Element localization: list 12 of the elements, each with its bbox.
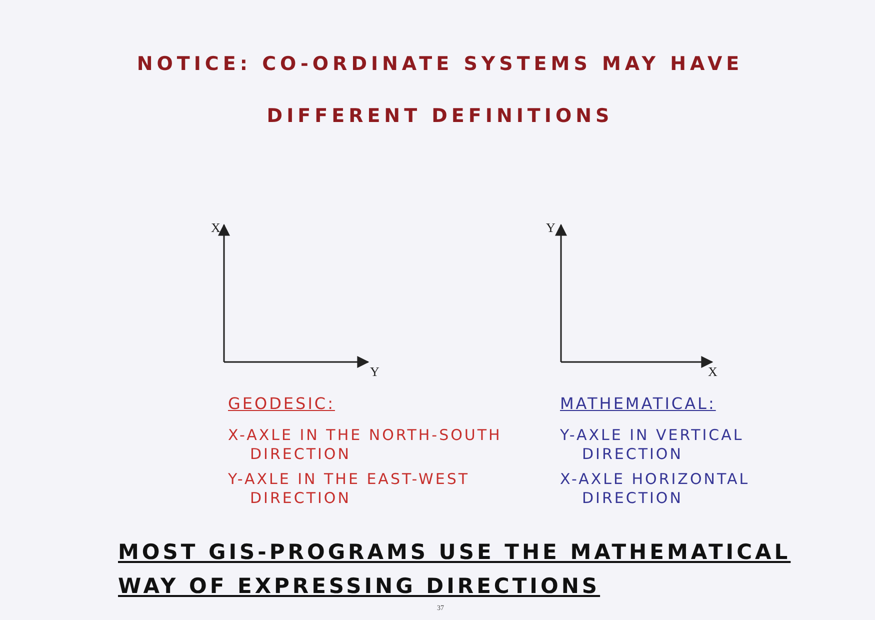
note: X-AXLE IN THE NORTH-SOUTH DIRECTION	[228, 426, 503, 464]
axis-label: Y	[546, 220, 556, 236]
note: Y-AXLE IN VERTICAL DIRECTION	[560, 426, 745, 464]
axis-label: X	[708, 364, 718, 380]
heading: GEODESIC:	[228, 394, 335, 413]
axis-label: Y	[370, 364, 380, 380]
note: X-AXLE HORIZONTAL DIRECTION	[560, 470, 751, 508]
note: Y-AXLE IN THE EAST-WEST DIRECTION	[228, 470, 471, 508]
title: NOTICE: CO-ORDINATE SYSTEMS MAY HAVE DIFFERENT DEFINITIONS	[136, 52, 744, 129]
caption: MOST GIS-PROGRAMS USE THE MATHEMATICAL WAY OF EXPRESSING DIRECTIONS	[118, 539, 792, 600]
axis-label: X	[211, 220, 220, 236]
heading: MATHEMATICAL:	[560, 394, 716, 413]
